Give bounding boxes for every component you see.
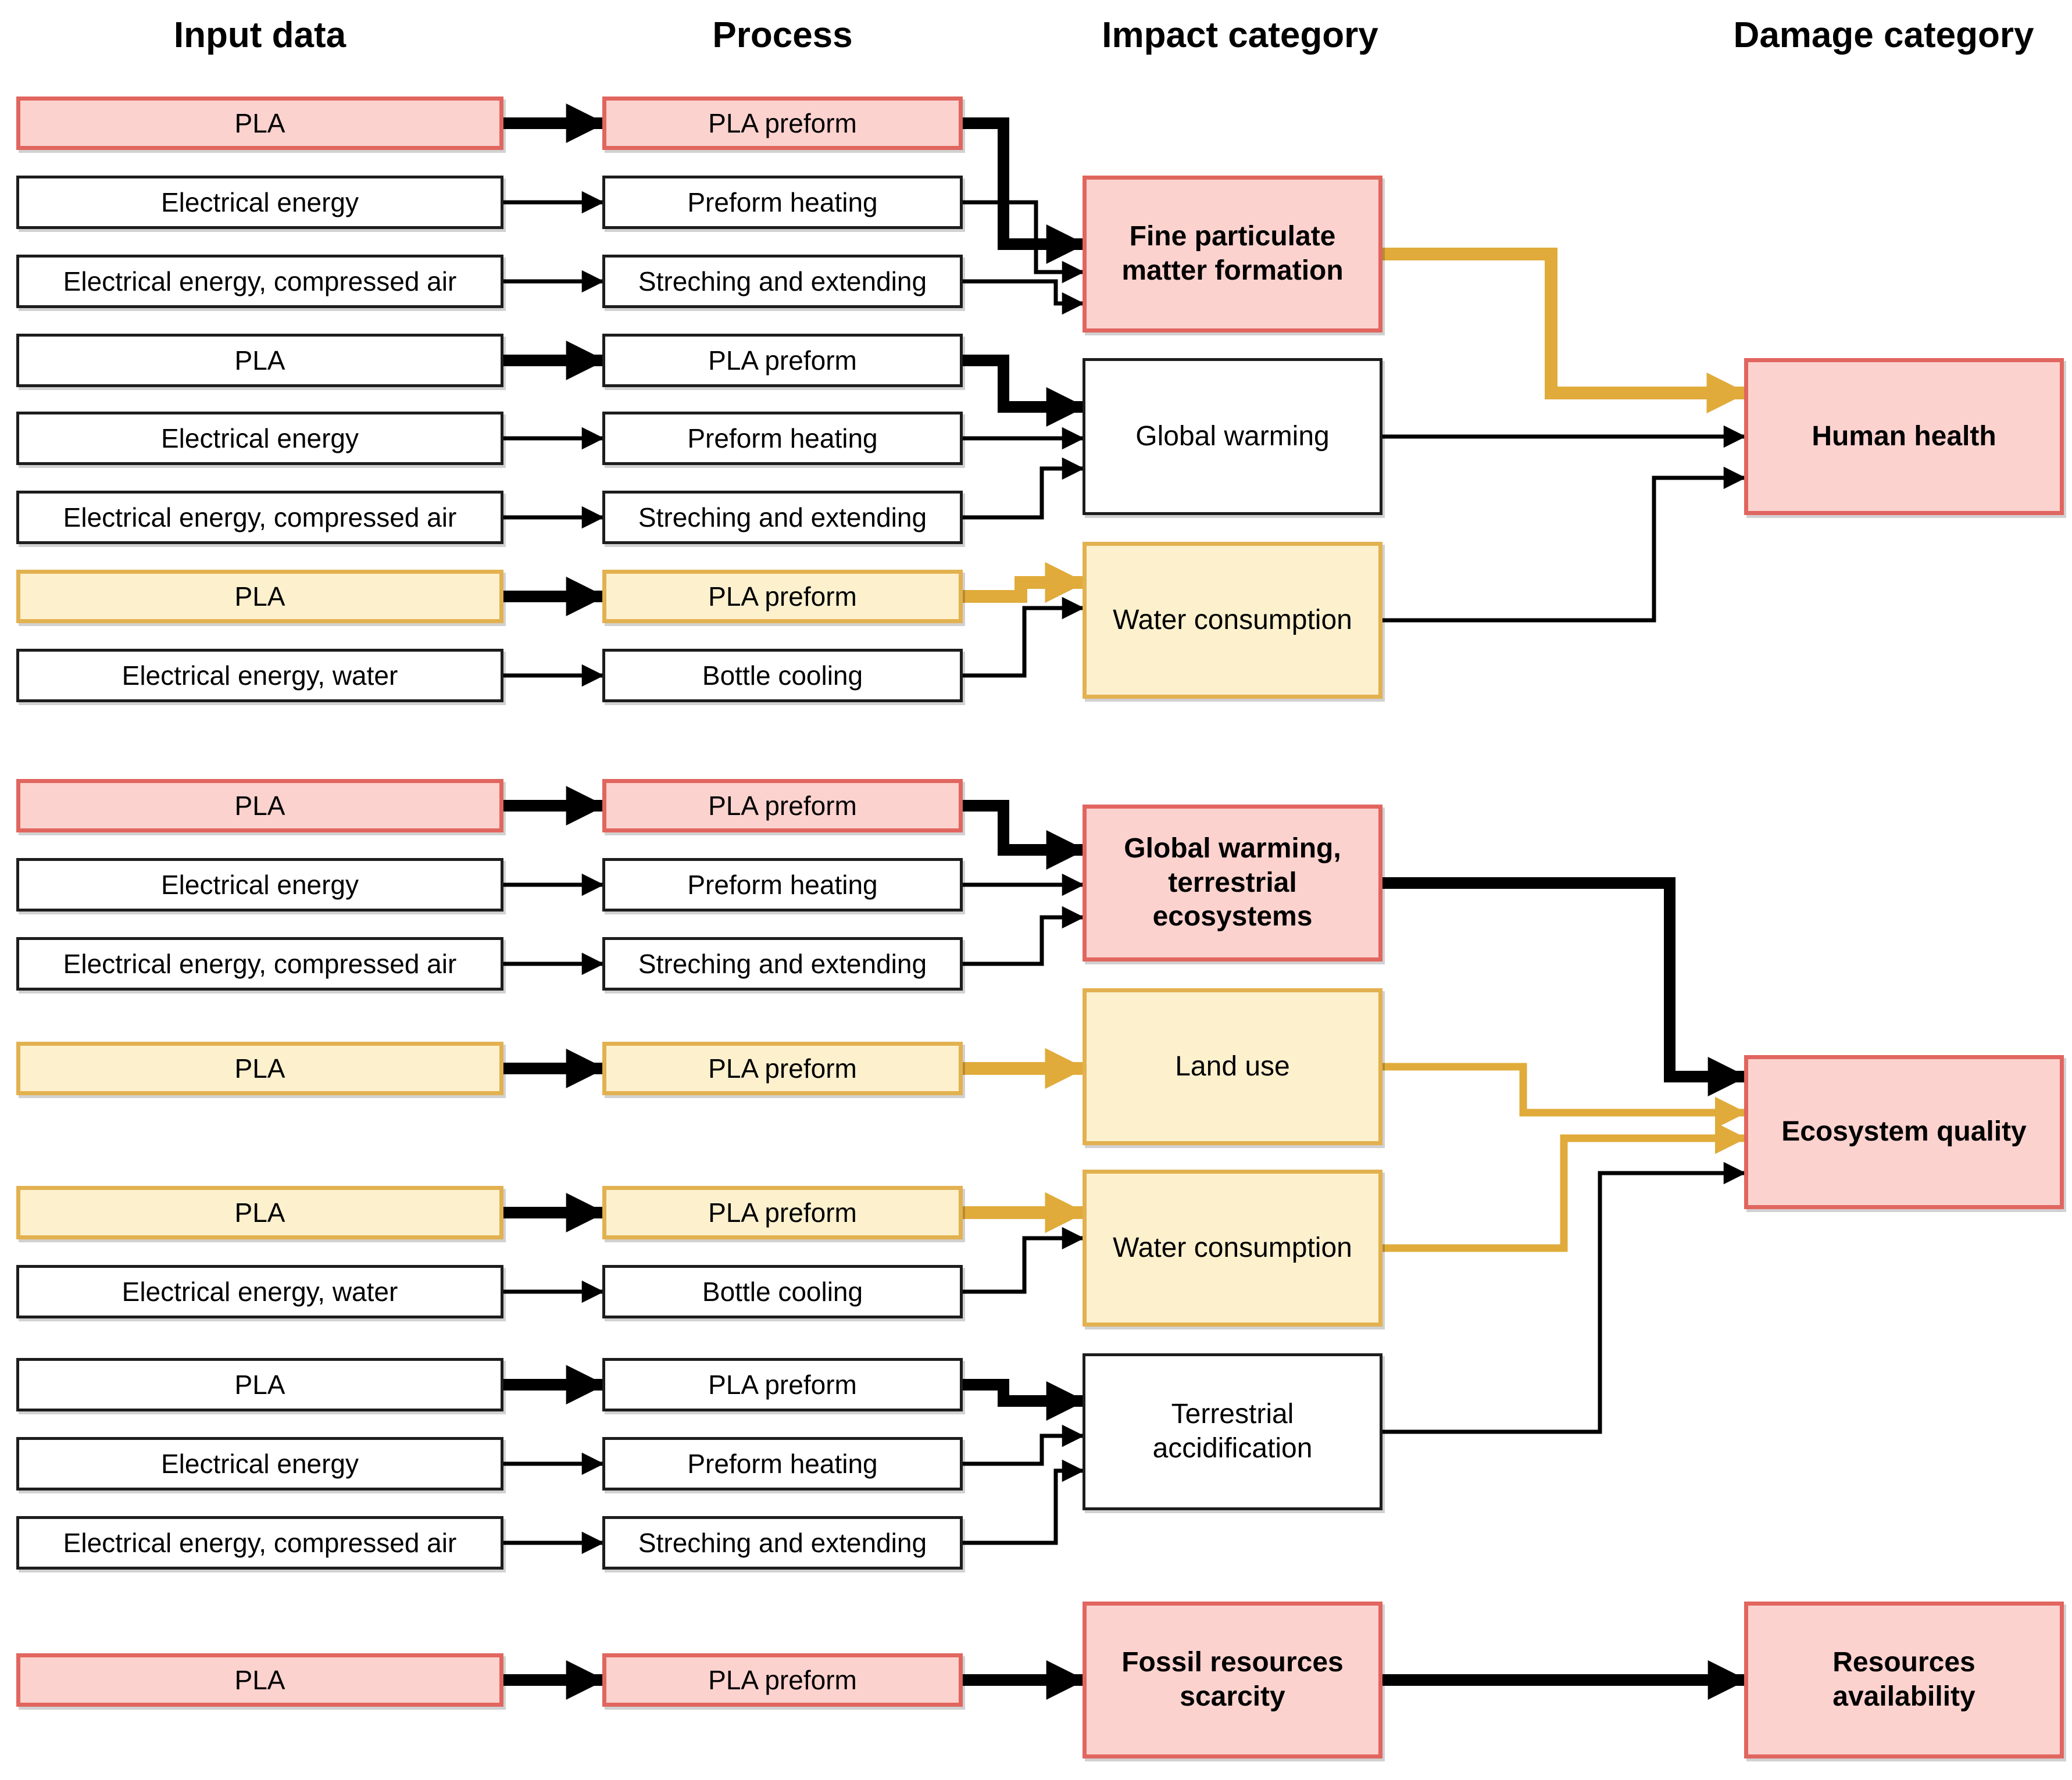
arrow-process-r4 (963, 355, 1086, 427)
arrow-process-r2 (963, 200, 1085, 284)
arrow-process-r8 (963, 596, 1085, 678)
impact-box-fine-particulate-matter-formation: Fine particulate matter formation (1083, 176, 1382, 333)
process-box-pla-preform-8: PLA preform (602, 1653, 963, 1707)
arrow-process-r16 (963, 1424, 1085, 1466)
damage-box-ecosystem-quality: Ecosystem quality (1744, 1055, 2064, 1209)
process-box-bottle-cooling-1: Bottle cooling (602, 649, 963, 702)
process-box-preform-heating-3: Preform heating (602, 858, 963, 912)
arrow-water-consumption-to-human-health (1382, 466, 1746, 623)
process-box-pla-preform-7: PLA preform (602, 1358, 963, 1411)
arrow-process-r11 (963, 906, 1085, 966)
impact-box-global-warming-terrestrial-ecosystems: Global warming, terrestrial ecosystems (1083, 805, 1382, 962)
input-box-electrical-energy-compressed-air-1: Electrical energy, compressed air (16, 255, 503, 308)
column-header-damage-category: Damage category (1733, 15, 2034, 55)
column-header-process: Process (712, 15, 853, 55)
input-box-electrical-energy-1: Electrical energy (16, 176, 503, 229)
input-box-electrical-energy-4: Electrical energy (16, 1437, 503, 1491)
impact-box-fossil-resources-scarcity: Fossil resources scarcity (1083, 1602, 1382, 1758)
damage-box-resources-availability: Resources availability (1744, 1602, 2064, 1758)
arrow-terrestrial-accidification-to-ecosystem-quality (1382, 1161, 1746, 1434)
process-box-pla-preform-3: PLA preform (602, 570, 963, 623)
damage-box-human-health: Human health (1744, 358, 2064, 515)
process-box-pla-preform-1: PLA preform (602, 96, 963, 150)
process-box-pla-preform-5: PLA preform (602, 1042, 963, 1095)
input-box-electrical-energy-water-1: Electrical energy, water (16, 649, 503, 702)
process-box-preform-heating-2: Preform heating (602, 412, 963, 465)
input-box-pla-3: PLA (16, 570, 503, 623)
process-box-preform-heating-4: Preform heating (602, 1437, 963, 1491)
column-header-impact-category: Impact category (1102, 15, 1378, 55)
arrow-process-r17 (963, 1459, 1085, 1545)
process-box-bottle-cooling-2: Bottle cooling (602, 1265, 963, 1318)
input-box-pla-4: PLA (16, 779, 503, 832)
arrow-process-r1 (963, 117, 1086, 265)
input-box-electrical-energy-water-2: Electrical energy, water (16, 1265, 503, 1318)
arrow-process-r6 (963, 457, 1085, 520)
arrow-process-r3 (963, 279, 1085, 315)
impact-box-terrestrial-accidification: Terrestrial accidification (1083, 1353, 1382, 1510)
process-box-streching-extending-4: Streching and extending (602, 1516, 963, 1570)
impact-box-global-warming: Global warming (1083, 358, 1382, 515)
input-box-pla-2: PLA (16, 334, 503, 387)
process-box-streching-extending-3: Streching and extending (602, 937, 963, 991)
impact-box-water-consumption-1: Water consumption (1083, 542, 1382, 699)
input-box-pla-1: PLA (16, 96, 503, 150)
process-box-pla-preform-2: PLA preform (602, 334, 963, 387)
process-box-pla-preform-6: PLA preform (602, 1186, 963, 1239)
column-header-input-data: Input data (173, 15, 346, 55)
impact-box-water-consumption-2: Water consumption (1083, 1170, 1382, 1327)
impact-box-land-use: Land use (1083, 988, 1382, 1145)
input-box-pla-5: PLA (16, 1042, 503, 1095)
input-box-electrical-energy-3: Electrical energy (16, 858, 503, 912)
process-box-streching-extending-1: Streching and extending (602, 255, 963, 308)
input-box-electrical-energy-compressed-air-3: Electrical energy, compressed air (16, 937, 503, 991)
input-box-electrical-energy-compressed-air-2: Electrical energy, compressed air (16, 491, 503, 544)
arrow-process-r9 (963, 800, 1086, 870)
process-box-pla-preform-4: PLA preform (602, 779, 963, 832)
arrow-process-r14 (963, 1227, 1085, 1294)
process-box-streching-extending-2: Streching and extending (602, 491, 963, 544)
process-box-preform-heating-1: Preform heating (602, 176, 963, 229)
input-box-pla-8: PLA (16, 1653, 503, 1707)
input-box-pla-6: PLA (16, 1186, 503, 1239)
arrow-process-r15 (963, 1379, 1086, 1421)
input-box-electrical-energy-2: Electrical energy (16, 412, 503, 465)
arrow-global-warming-terrestrial-to-ecosystem-quality (1382, 877, 1748, 1097)
arrow-fine-particulate-to-human-health (1382, 248, 1748, 414)
arrow-process-r7 (963, 562, 1086, 603)
input-box-electrical-energy-compressed-air-4: Electrical energy, compressed air (16, 1516, 503, 1570)
input-box-pla-7: PLA (16, 1358, 503, 1411)
arrow-water-consumption2-to-ecosystem-quality (1382, 1122, 1747, 1252)
arrow-land-use-to-ecosystem-quality (1382, 1063, 1747, 1129)
